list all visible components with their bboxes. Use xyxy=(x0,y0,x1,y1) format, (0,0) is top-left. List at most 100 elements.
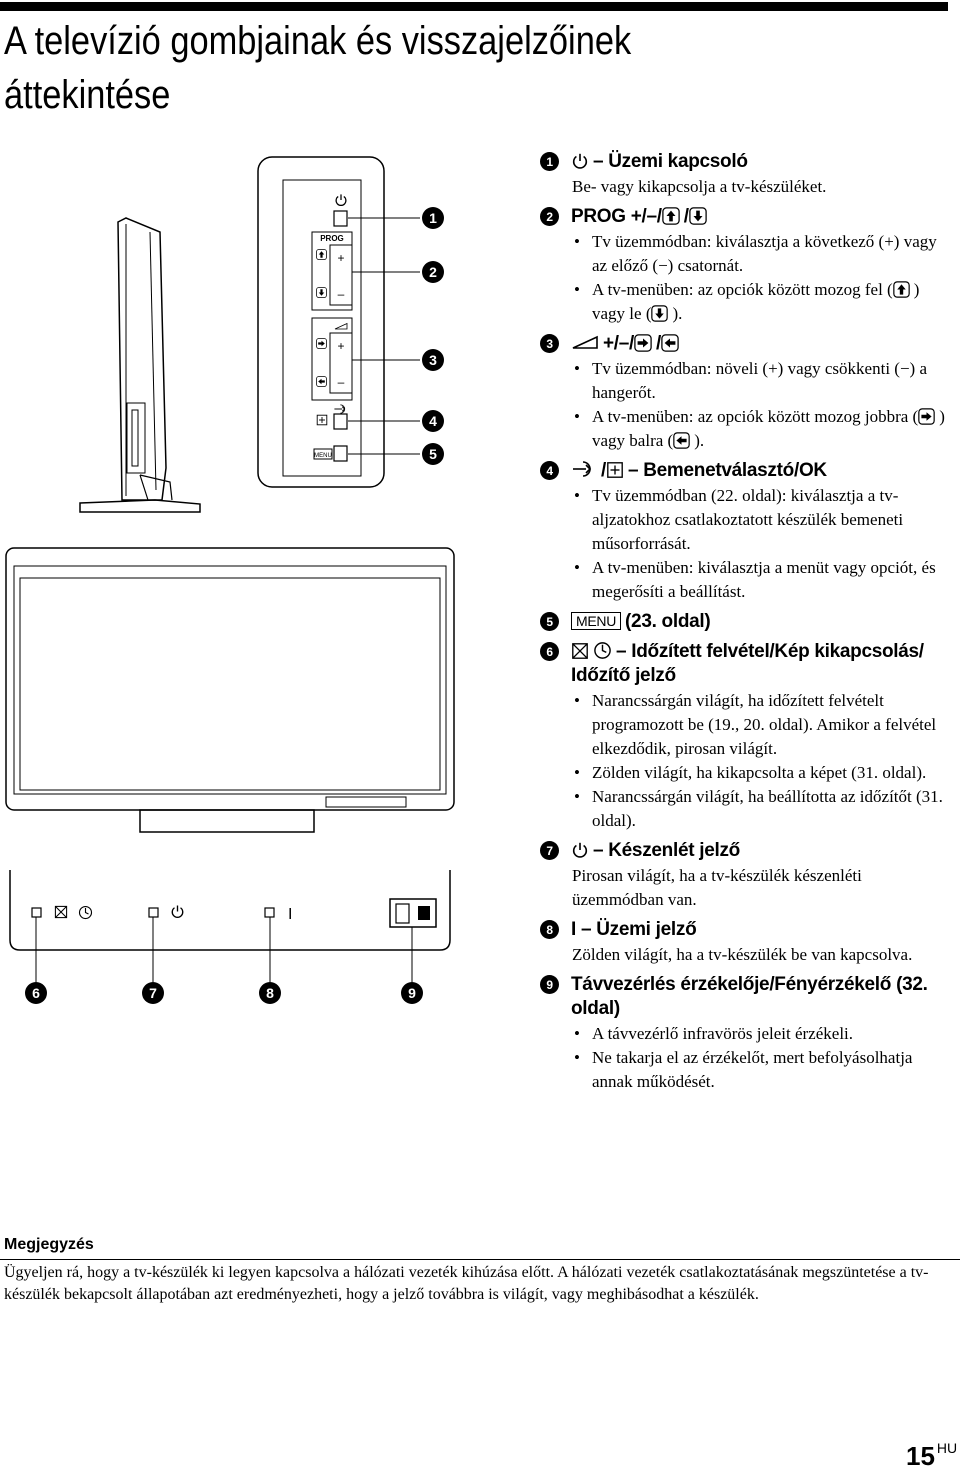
list-item: Tv üzemmódban (22. oldal): kiválasztja a… xyxy=(572,484,950,556)
panel-volume-rocker[interactable] xyxy=(329,332,353,394)
item-7: 7 – Készenlét jelző Pirosan világít, ha … xyxy=(540,839,950,912)
panel-right-icon xyxy=(316,338,327,349)
tv-diagram: PROG + – + – MENU 1 2 3 4 5 xyxy=(5,156,455,1004)
panel-volume-plus: + xyxy=(337,339,344,353)
item-description: Zölden világít, ha a tv-készülék be van … xyxy=(572,945,913,964)
power-icon xyxy=(571,152,589,170)
svg-text:4: 4 xyxy=(429,413,437,429)
item-1: 1 – Üzemi kapcsoló Be- vagy kikapcsolja … xyxy=(540,150,950,199)
tv-front-view xyxy=(5,547,455,833)
note-divider xyxy=(0,1259,960,1260)
item-6: 6 – Időzített felvétel/Kép kikapcsolás/ … xyxy=(540,640,950,833)
list-item: A távvezérlő infravörös jeleit érzékeli. xyxy=(572,1022,950,1046)
page-title: A televízió gombjainak és visszajelzőine… xyxy=(4,19,632,117)
item-heading: – Bemenetválasztó/OK xyxy=(627,460,827,481)
heading-separator: / xyxy=(683,206,689,227)
callout-1: 1 xyxy=(422,207,444,229)
panel-prog-label: PROG xyxy=(320,234,344,243)
item-heading: – Időzített felvétel/Kép kikapcsolás/ Id… xyxy=(571,641,924,686)
detail-remote-sensor-icon xyxy=(418,906,430,920)
ok-icon xyxy=(606,461,624,479)
arrow-right-key-icon xyxy=(634,334,652,352)
item-heading: (23. oldal) xyxy=(625,611,711,632)
item-number: 6 xyxy=(540,642,559,661)
list-item: A tv-menüben: kiválasztja a menüt vagy o… xyxy=(572,556,950,604)
panel-menu-label: MENU xyxy=(314,453,332,459)
item-3: 3 +/–/ / Tv üzemmódban: növeli (+) vagy c… xyxy=(540,332,950,453)
callout-6: 6 xyxy=(25,982,47,1004)
item-5: 5 MENU(23. oldal) xyxy=(540,610,950,634)
list-item: Tv üzemmódban: kiválasztja a következő (… xyxy=(572,230,950,278)
menu-key-icon: MENU xyxy=(571,612,622,630)
note-text: Ügyeljen rá, hogy a tv-készülék ki legye… xyxy=(4,1264,929,1303)
callout-5: 5 xyxy=(422,443,444,465)
picture-off-icon xyxy=(593,641,612,660)
panel-down-icon xyxy=(316,287,327,298)
callout-7: 7 xyxy=(142,982,164,1004)
item-heading: – Készenlét jelző xyxy=(593,840,740,861)
item-number: 1 xyxy=(540,152,559,171)
list-item: Ne takarja el az érzékelőt, mert befolyá… xyxy=(572,1046,950,1094)
svg-text:2: 2 xyxy=(429,264,437,280)
panel-input-button[interactable] xyxy=(333,413,348,430)
panel-prog-rocker[interactable] xyxy=(329,244,353,306)
item-description: Be- vagy kikapcsolja a tv-készüléket. xyxy=(572,177,827,196)
detail-clock-icon xyxy=(78,905,93,920)
panel-power-icon xyxy=(335,193,347,207)
item-number: 9 xyxy=(540,975,559,994)
power-icon xyxy=(571,841,589,859)
list-item: A tv-menüben: az opciók között mozog fel… xyxy=(572,278,950,326)
detail-timer-record-icon xyxy=(54,905,68,919)
item-heading: +/–/ xyxy=(603,333,635,354)
item-2: 2 PROG +/–// Tv üzemmódban: kiválasztja … xyxy=(540,205,950,326)
panel-power-button[interactable] xyxy=(333,210,348,227)
arrow-down-key-icon xyxy=(689,207,707,225)
svg-text:7: 7 xyxy=(149,985,157,1001)
panel-left-icon xyxy=(316,376,327,387)
item-number: 8 xyxy=(540,920,559,939)
arrow-down-key-icon xyxy=(651,305,668,322)
item-8: 8 I – Üzemi jelző Zölden világít, ha a t… xyxy=(540,918,950,967)
svg-text:8: 8 xyxy=(266,985,274,1001)
panel-prog-minus: – xyxy=(338,287,345,301)
item-number: 3 xyxy=(540,334,559,353)
panel-ok-icon xyxy=(316,414,328,426)
panel-prog-plus: + xyxy=(337,251,344,265)
list-item: Zölden világít, ha kikapcsolta a képet (… xyxy=(572,761,950,785)
list-item: A tv-menüben: az opciók között mozog job… xyxy=(572,405,950,453)
svg-text:3: 3 xyxy=(429,352,437,368)
arrow-right-key-icon xyxy=(918,408,935,425)
item-number: 5 xyxy=(540,612,559,631)
panel-up-icon xyxy=(316,249,327,260)
svg-text:5: 5 xyxy=(429,446,437,462)
item-number: 7 xyxy=(540,841,559,860)
callout-8: 8 xyxy=(259,982,281,1004)
svg-text:9: 9 xyxy=(408,985,416,1001)
callout-4: 4 xyxy=(422,410,444,432)
detail-on-mark: I xyxy=(288,906,292,923)
heading-separator: / xyxy=(656,333,662,354)
arrow-up-key-icon xyxy=(662,207,680,225)
callout-3: 3 xyxy=(422,349,444,371)
callout-9: 9 xyxy=(401,982,423,1004)
arrow-left-key-icon xyxy=(673,432,690,449)
item-number: 2 xyxy=(540,207,559,226)
note-title: Megjegyzés xyxy=(4,1236,94,1253)
item-heading: – Üzemi kapcsoló xyxy=(593,151,748,172)
item-heading: I – Üzemi jelző xyxy=(571,919,697,940)
volume-wedge-icon xyxy=(571,332,599,352)
input-select-icon xyxy=(571,459,597,479)
list-item: Tv üzemmódban: növeli (+) vagy csökkenti… xyxy=(572,357,950,405)
detail-power-icon xyxy=(171,904,184,918)
description-column: 1 – Üzemi kapcsoló Be- vagy kikapcsolja … xyxy=(540,150,950,1100)
svg-text:1: 1 xyxy=(429,210,437,226)
arrow-left-key-icon xyxy=(661,334,679,352)
detail-light-sensor-icon xyxy=(395,903,410,924)
callout-2: 2 xyxy=(422,261,444,283)
arrow-up-key-icon xyxy=(893,281,910,298)
panel-menu-button[interactable] xyxy=(333,445,348,462)
item-number: 4 xyxy=(540,461,559,480)
panel-menu-icon xyxy=(313,448,333,460)
panel-volume-icon xyxy=(334,323,348,330)
timer-record-icon xyxy=(571,642,589,660)
